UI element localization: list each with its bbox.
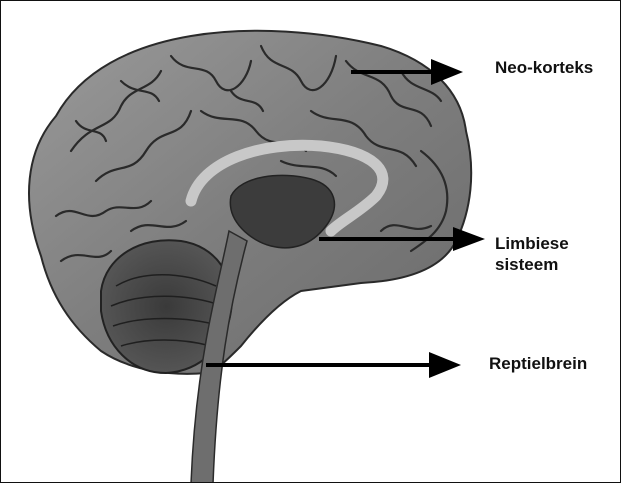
label-reptilian-brain: Reptielbrein: [489, 353, 587, 374]
label-reptilian-text: Reptielbrein: [489, 353, 587, 374]
arrow-reptilian: [206, 352, 461, 378]
label-limbic-line1: Limbiese: [495, 233, 569, 254]
label-neocortex-text: Neo-korteks: [495, 57, 593, 78]
label-limbic-line2: sisteem: [495, 254, 569, 275]
label-limbic-system: Limbiese sisteem: [495, 233, 569, 275]
label-neocortex: Neo-korteks: [495, 57, 593, 78]
